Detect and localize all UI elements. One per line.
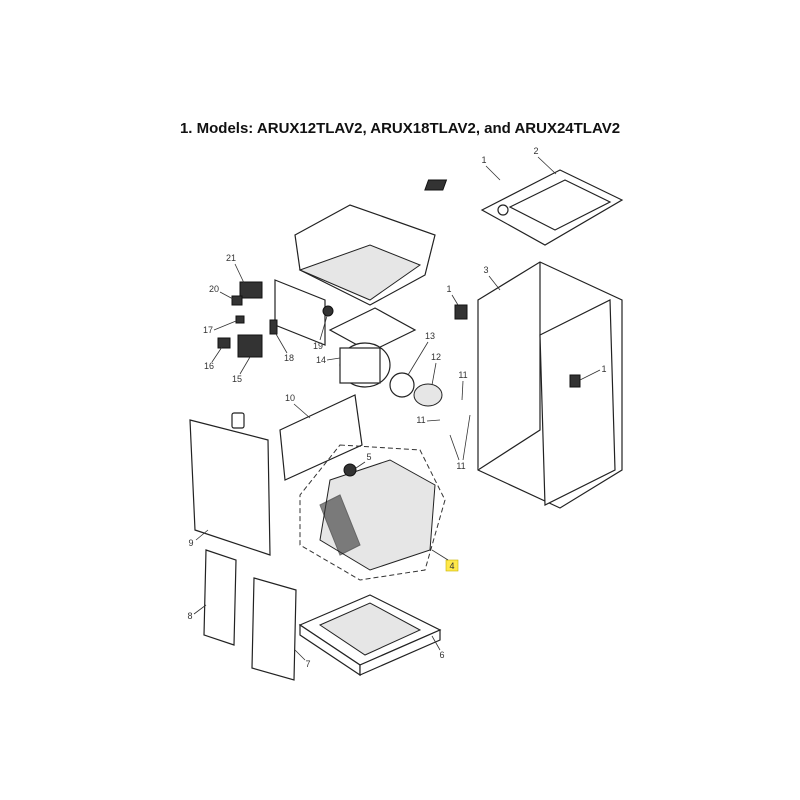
callout-19: 19 [313,341,323,351]
callout-18: 18 [284,353,294,363]
callout-11b: 11 [416,415,425,425]
part-top-panel [424,169,624,246]
callout-16: 16 [204,361,214,371]
callout-13: 13 [425,331,435,341]
page-title: 1. Models: ARUX12TLAV2, ARUX18TLAV2, and… [179,120,621,137]
part-panel-10 [279,394,363,481]
callout-20: 20 [209,284,219,294]
callout-7: 7 [305,659,310,669]
callout-14: 14 [316,355,326,365]
callout-21: 21 [226,253,236,263]
callout-4-highlighted[interactable]: 4 [449,561,454,571]
callout-1b: 1 [446,284,451,294]
part-controls [217,281,334,358]
callout-10: 10 [285,393,295,403]
highlight-box [445,559,459,572]
callout-6: 6 [439,650,444,660]
part-door-9 [189,419,271,556]
part-plate-8 [203,549,237,646]
part-drain-pan [298,594,442,677]
callout-11a: 11 [458,370,467,380]
callout-11c: 11 [456,461,465,471]
callout-5: 5 [366,452,371,462]
callout-9: 9 [188,538,193,548]
part-blower [328,307,443,407]
callout-1c: 1 [601,364,606,374]
callout-8: 8 [187,611,192,621]
callout-12: 12 [431,352,441,362]
part-cabinet [454,261,623,509]
callout-15: 15 [232,374,242,384]
part-blower-deck [274,204,436,346]
part-coil [299,444,446,581]
callout-labels: 1 2 1 3 1 21 20 17 16 15 18 19 14 13 12 … [187,146,606,669]
callout-2: 2 [533,146,538,156]
callout-3: 3 [483,265,488,275]
part-plate-7 [251,577,297,681]
callout-1a: 1 [481,155,486,165]
callout-17: 17 [203,325,213,335]
